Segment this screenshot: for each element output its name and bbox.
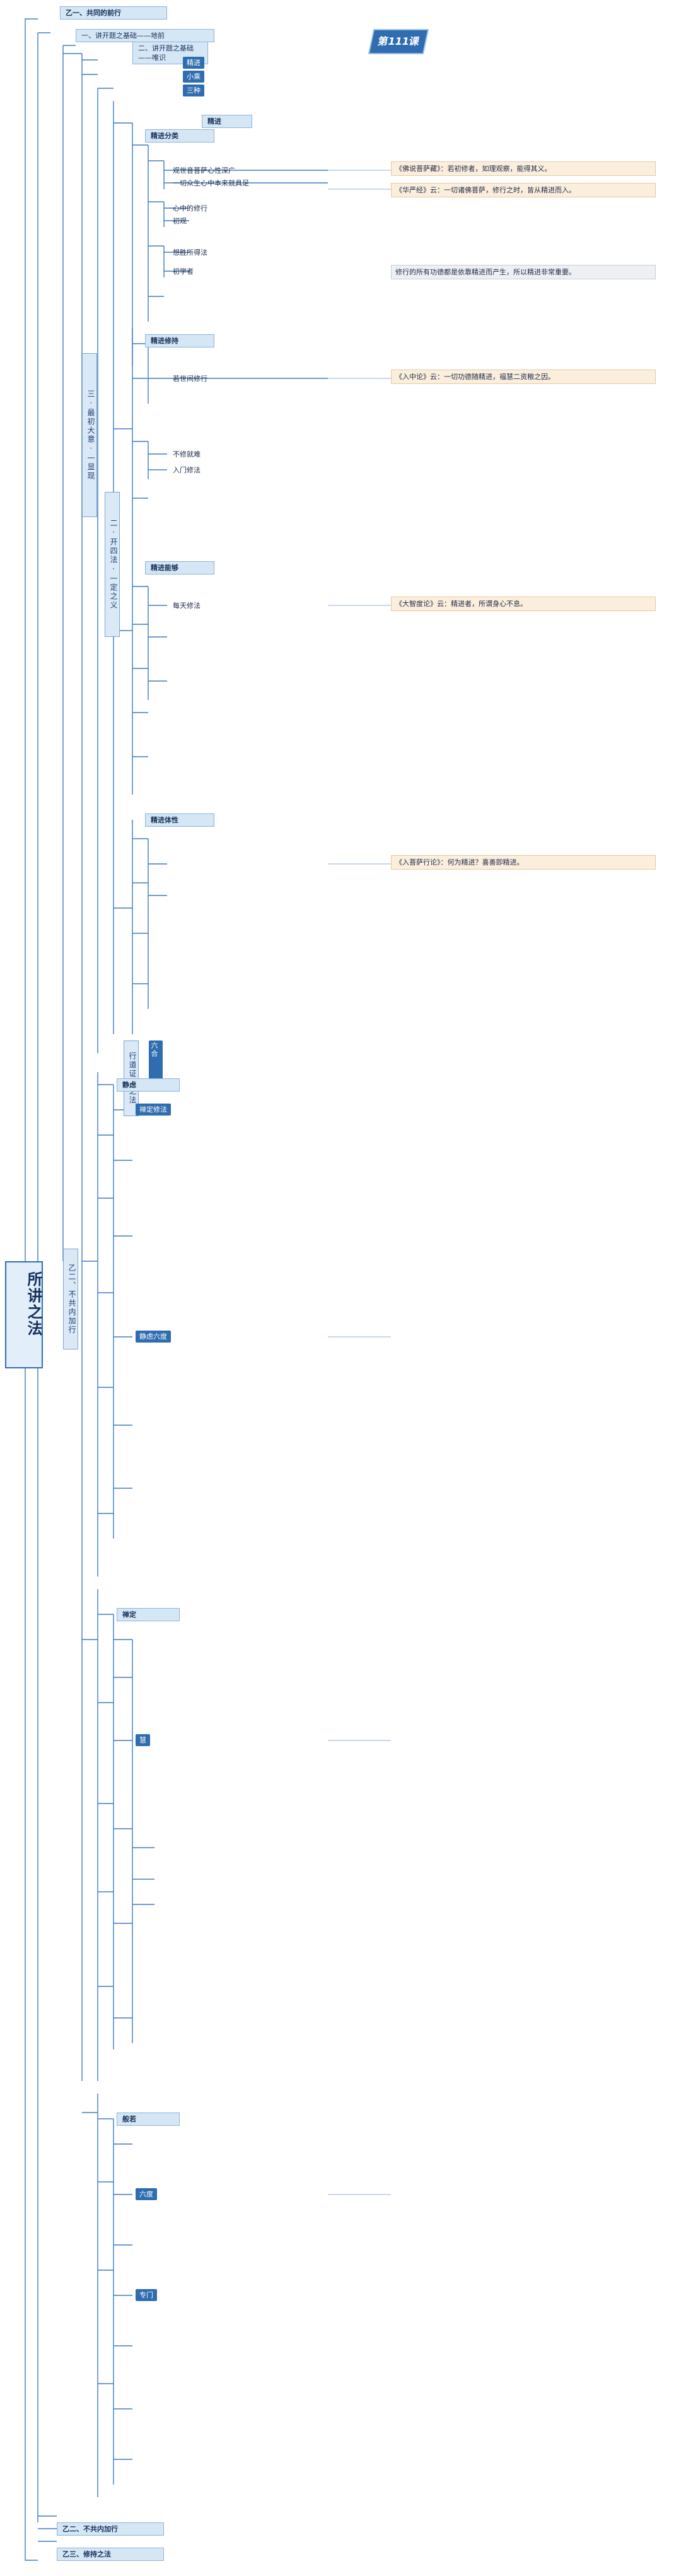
item-a1: 观世音菩萨心性深广: [173, 166, 235, 175]
sub-jing-a: 精进分类: [145, 129, 214, 143]
quote-note-1: 《佛说菩萨藏》：若初修者，如理观察，能得其义。: [391, 161, 656, 176]
sub-jing-c: 精进能够: [145, 561, 214, 574]
tag-liudu: 六度: [136, 2188, 157, 2200]
tag-jingjin: 精进: [183, 57, 204, 69]
sub-jing-b: 精进修持: [145, 334, 214, 347]
level2-bore: 般若: [117, 2113, 180, 2126]
item-a2: 一切众生心中本来就具足: [173, 179, 249, 187]
gray-note-1: 修行的所有功德都是依靠精进而产生，所以精进非常重要。: [391, 265, 656, 279]
item-a7: 若世间修行: [173, 375, 207, 383]
tag-zhuanbian: 专门: [136, 2289, 157, 2301]
vertical-tag-a: 三·最初大意·一显现: [82, 353, 97, 517]
section-subheader-2: 二、讲开题之基础——唯识: [132, 42, 208, 64]
item-a8: 不修就难: [173, 450, 201, 458]
tag-jinglv-liudu: 静虑六度: [136, 1331, 171, 1343]
section-subheader-1: 一、讲开题之基础——地前: [76, 29, 214, 42]
bottom-section-2: 乙三、修持之法: [57, 2548, 164, 2561]
section-header-1: 乙一、共同的前行: [60, 6, 167, 20]
quote-note-3: 《入中论》云：一切功德随精进，福慧二资粮之因。: [391, 370, 656, 384]
item-a5: 想胜所得法: [173, 248, 207, 257]
vertical-tag-e: 乙二、不共内加行: [63, 1249, 78, 1349]
quote-note-5: 《大智度论》云：精进者，所谓身心不息。: [391, 597, 656, 611]
level2-chanding: 禅定: [117, 1608, 180, 1621]
bottom-section-1: 乙二、不共内加行: [57, 2522, 164, 2536]
item-a9: 入门修法: [173, 466, 201, 474]
tag-chanding: 禅定修法: [136, 1104, 171, 1116]
tag-xiaochu: 小乘: [183, 71, 204, 83]
vertical-tag-b: 二·开四法·一定之义: [105, 492, 120, 637]
item-a3: 心中的修行: [173, 204, 207, 213]
item-a6: 初学者: [173, 267, 194, 276]
item-a4: 初观: [173, 217, 187, 225]
level2-jingjin: 精进: [202, 115, 252, 128]
tag-sanzhu: 三种: [183, 85, 204, 96]
quote-note-6: 《入菩萨行论》：何为精进？喜善即精进。: [391, 855, 656, 870]
lesson-number-badge: 第111课: [370, 30, 428, 53]
item-a10: 每天修法: [173, 602, 201, 610]
root-node: 所讲之法: [5, 1261, 43, 1368]
quote-note-2: 《华严经》云：一切诸佛菩萨，修行之时，皆从精进而入。: [391, 183, 656, 197]
tag-hui: 慧: [136, 1734, 150, 1746]
level2-jinglv: 静虑: [117, 1078, 180, 1092]
sub-jing-d: 精进体性: [145, 813, 214, 827]
